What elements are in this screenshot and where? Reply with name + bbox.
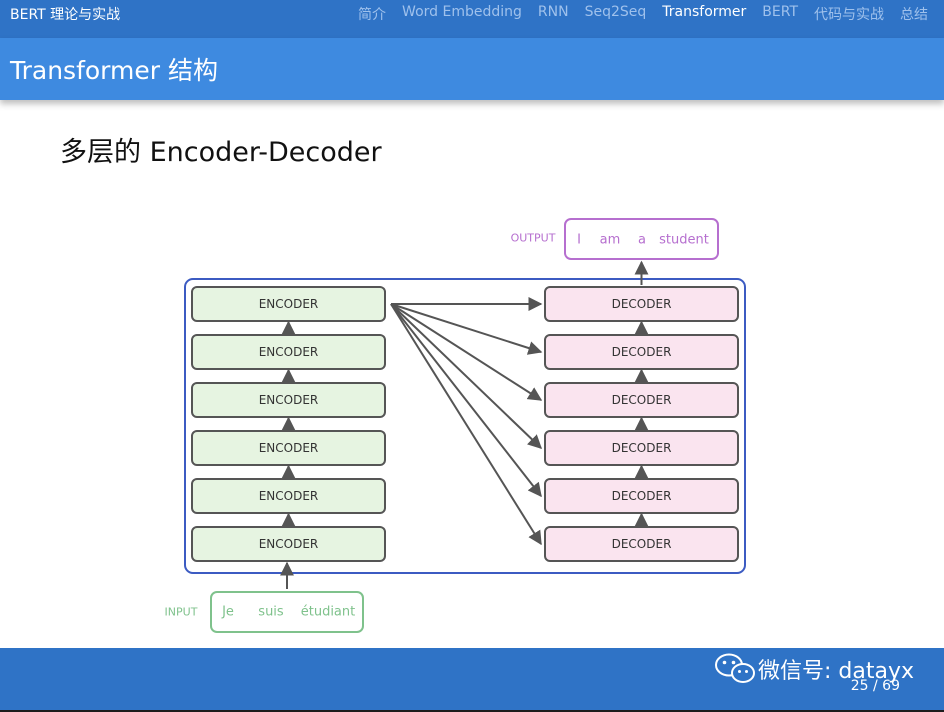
stack-container: [184, 278, 746, 574]
watermark: 微信号: datayx: [714, 652, 914, 686]
nav-item-word-embedding[interactable]: Word Embedding: [402, 4, 522, 20]
slide-title-bar: Transformer 结构: [0, 38, 944, 100]
slide-title: Transformer 结构: [10, 56, 218, 85]
wechat-icon: [715, 653, 755, 683]
nav-item-bert[interactable]: BERT: [762, 4, 798, 20]
footer-bar: 微信号: datayx 25 / 69: [0, 648, 944, 712]
section-nav: 简介 Word Embedding RNN Seq2Seq Transforme…: [358, 4, 928, 24]
encoder-label: ENCODER: [259, 297, 319, 311]
nav-item-summary[interactable]: 总结: [900, 7, 928, 23]
decoder-box: [544, 526, 739, 562]
encoder-label: ENCODER: [259, 441, 319, 455]
encoder-box: [191, 526, 386, 562]
input-token: étudiant: [301, 605, 356, 620]
output-token: a: [638, 233, 646, 248]
input-token: suis: [258, 605, 284, 620]
page-number: 25 / 69: [850, 678, 900, 694]
nav-item-rnn[interactable]: RNN: [537, 4, 569, 20]
encoder-label: ENCODER: [259, 393, 319, 407]
slide-heading: 多层的 Encoder-Decoder: [60, 137, 382, 168]
encoder-label: ENCODER: [259, 345, 319, 359]
top-navbar: BERT 理论与实战 简介 Word Embedding RNN Seq2Seq…: [0, 0, 944, 38]
encoder-to-decoder-arrow: [390, 303, 543, 355]
decoder-label: DECODER: [612, 441, 672, 455]
encoder-label: ENCODER: [259, 537, 319, 551]
encoder-to-decoder-arrow: [390, 303, 543, 401]
decoder-label: DECODER: [612, 537, 672, 551]
input-label: INPUT: [165, 606, 198, 619]
input-token: Je: [221, 605, 234, 620]
encoder-label: ENCODER: [259, 489, 319, 503]
nav-item-intro[interactable]: 简介: [358, 7, 387, 23]
encoder-to-decoder-arrow: [390, 303, 542, 498]
decoder-label: DECODER: [612, 393, 672, 407]
output-label: OUTPUT: [511, 232, 556, 245]
output-token: I: [577, 233, 581, 248]
nav-item-code[interactable]: 代码与实战: [814, 7, 884, 23]
nav-item-seq2seq[interactable]: Seq2Seq: [584, 4, 647, 20]
input-box: [210, 591, 364, 633]
encoder-to-decoder-arrow: [390, 303, 542, 546]
decoder-label: DECODER: [612, 345, 672, 359]
presentation-title[interactable]: BERT 理论与实战: [10, 7, 121, 23]
output-token: am: [600, 233, 621, 248]
encoder-to-decoder-arrow: [390, 303, 543, 449]
watermark-text: 微信号: datayx: [758, 659, 914, 684]
encoder-decoder-diagram: ENCODER DECODER ENCODER DECODER ENCODER DECOD…: [165, 218, 746, 633]
output-box: [564, 218, 719, 260]
decoder-label: DECODER: [612, 297, 672, 311]
decoder-label: DECODER: [612, 489, 672, 503]
output-token: student: [659, 233, 709, 248]
nav-item-transformer[interactable]: Transformer: [662, 4, 747, 20]
